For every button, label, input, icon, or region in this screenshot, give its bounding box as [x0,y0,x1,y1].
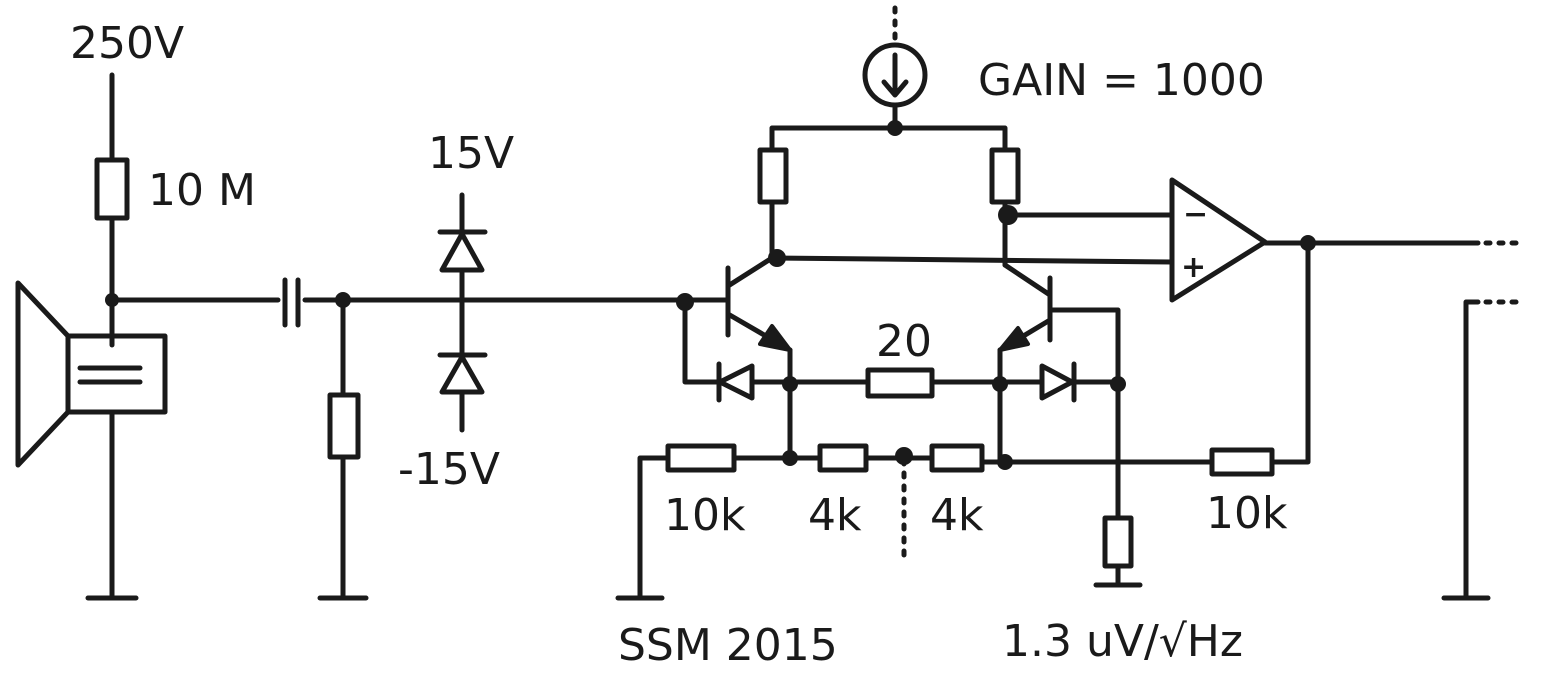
feedback-resistor-right [1209,447,1275,477]
clamp-diode-left [716,361,755,403]
divider-right-label: 4k [930,490,984,541]
chip-label: SSM 2015 [618,620,838,671]
feedback-ground-wire [637,455,671,601]
opamp-minus-label: − [1183,197,1208,232]
bias-resistor [94,157,130,221]
feedback-right-label: 10k [1206,488,1288,539]
pos-rail-label: 15V [428,128,514,179]
protection-diodes [437,192,488,433]
transistor-right [997,212,1121,463]
emitter-resistor-label: 20 [876,316,932,367]
right-bias-resistor [1093,379,1143,588]
current-source [862,5,928,131]
divider-resistor-left [817,443,869,473]
bias-resistor-label: 10 M [148,165,256,216]
diode-wire-left [682,297,793,385]
collector-resistor-left [757,147,789,205]
transistor-left [682,255,793,463]
feedback-resistor-left [665,443,737,473]
opamp-plus-label: + [1181,250,1206,285]
collector-resistor-right [989,147,1021,205]
feedback-left-label: 10k [664,490,746,541]
neg-rail-label: -15V [398,444,500,495]
input-shunt-resistor [317,297,369,601]
junction-dots [105,120,1316,470]
clamp-diode-right [1039,361,1077,403]
hv-supply-wire [85,72,139,601]
coupling-capacitor [282,277,301,328]
noise-label: 1.3 uV/√Hz [1002,616,1243,667]
microphone [15,280,168,468]
emitter-resistor [865,367,935,399]
hv-supply-label: 250V [70,18,184,69]
divider-resistor-right [929,443,985,473]
opamp: − + [1169,177,1268,303]
gain-label: GAIN = 1000 [978,55,1265,106]
output-return-wire [1463,299,1481,601]
divider-left-label: 4k [808,490,862,541]
